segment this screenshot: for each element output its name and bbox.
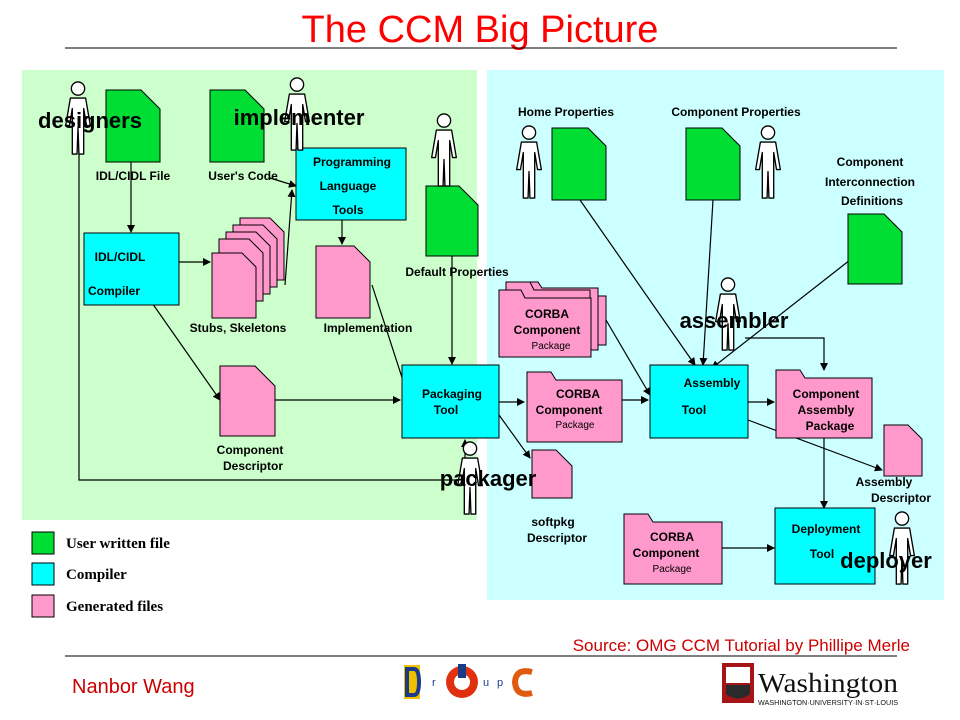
users-code-label: User's Code (208, 169, 278, 183)
softpkg-label-2: Descriptor (527, 531, 587, 545)
page-title: The CCM Big Picture (302, 9, 659, 51)
default-props-doc (425, 185, 479, 257)
corba-package-doc (526, 371, 623, 443)
comp-desc-label-1: Component (217, 443, 284, 457)
role-designers: designers (38, 108, 142, 133)
role-packager: packager (440, 466, 537, 491)
cid-doc (847, 213, 903, 285)
cid-label-1: Component (837, 155, 904, 169)
comp-props-label: Component Properties (671, 105, 801, 119)
washington-subtitle: WASHINGTON·UNIVERSITY·IN·ST·LOUIS (758, 700, 898, 707)
home-props-label: Home Properties (518, 105, 614, 119)
deploy-label-1: Deployment (792, 522, 861, 536)
corba-stack-label-2: Component (514, 323, 581, 337)
svg-text:r: r (432, 677, 436, 689)
cap-label-3: Package (806, 419, 855, 433)
idl-compiler-box (83, 232, 180, 306)
idl-compiler-label-1: IDL/CIDL (95, 250, 146, 264)
deployment-tool-box (774, 507, 876, 585)
legend-user-label: User written file (66, 536, 170, 552)
corba-stack-label-1: CORBA (525, 307, 569, 321)
role-assembler: assembler (680, 308, 789, 333)
stubs-label: Stubs, Skeletons (190, 321, 287, 335)
legend-user-swatch (31, 531, 55, 555)
assembly-label-1: Assembly (684, 376, 741, 390)
author-name: Nanbor Wang (72, 676, 195, 698)
assembly-tool-box (649, 364, 749, 439)
softpkg-label-1: softpkg (531, 515, 574, 529)
doc-group-logo: r u p (404, 664, 533, 699)
softpkg-descriptor-doc (531, 449, 573, 499)
prog-lang-tools-box (295, 147, 407, 221)
prog-label-1: Programming (313, 155, 391, 169)
cap-label-1: Component (793, 387, 860, 401)
deploy-label-2: Tool (810, 547, 834, 561)
default-props-label: Default Properties (405, 265, 509, 279)
stubs-skeletons-stack (211, 217, 285, 319)
arrow-corbastack-to-assembly (605, 319, 651, 396)
home-props-doc (551, 127, 607, 201)
svg-text:p: p (497, 677, 503, 689)
cap-label-2: Assembly (798, 403, 855, 417)
corba-package-stack (498, 281, 607, 358)
arrow-compiler-to-descriptor (149, 299, 221, 401)
comp-props-doc (685, 127, 741, 201)
washington-wordmark: Washington (758, 668, 899, 698)
legend-generated-label: Generated files (66, 599, 163, 615)
packaging-tool-box (401, 364, 500, 439)
prog-label-2: Language (320, 179, 377, 193)
arrow-cid-to-assembly (711, 259, 851, 369)
corba-bottom-label-3: Package (653, 564, 692, 575)
prog-label-3: Tools (332, 203, 363, 217)
asm-desc-label-1: Assembly (856, 475, 913, 489)
cid-label-3: Definitions (841, 194, 903, 208)
corba-stack-label-3: Package (532, 341, 571, 352)
legend-compiler-swatch (31, 562, 55, 586)
corba-pkg-label-1: CORBA (556, 387, 600, 401)
assembly-descriptor-doc (883, 424, 923, 477)
idl-compiler-label-2: Compiler (88, 284, 140, 298)
corba-pkg-label-3: Package (556, 420, 595, 431)
packaging-label-1: Packaging (422, 387, 482, 401)
corba-package-bottom-doc (623, 513, 723, 585)
users-code-doc (209, 89, 265, 163)
role-deployer: deployer (840, 548, 932, 573)
corba-pkg-label-2: Component (536, 403, 603, 417)
packaging-label-2: Tool (434, 403, 458, 417)
implementation-doc (315, 245, 371, 319)
arrow-homeprops-to-assembly (579, 199, 696, 366)
corba-bottom-label-2: Component (633, 546, 700, 560)
assembly-label-2: Tool (682, 403, 706, 417)
arrow-stubs-to-prog (284, 189, 296, 286)
legend-compiler-label: Compiler (66, 567, 127, 583)
arrow-compprops-to-assembly (699, 199, 714, 366)
arrow-usercode-to-prog (269, 177, 297, 188)
source-credit: Source: OMG CCM Tutorial by Phillipe Mer… (573, 636, 910, 655)
arrow-assembler-to-cap (745, 337, 828, 371)
idl-file-label: IDL/CIDL File (96, 169, 171, 183)
arrow-packaging-to-softpkg (498, 414, 531, 459)
legend-generated-swatch (31, 594, 55, 618)
comp-desc-label-2: Descriptor (223, 459, 283, 473)
component-assembly-package-doc (775, 369, 873, 439)
arrow-assembly-to-asmdesc (747, 419, 883, 472)
svg-text:u: u (483, 677, 489, 689)
asm-desc-label-2: Descriptor (871, 491, 931, 505)
washington-university-logo: Washington WASHINGTON·UNIVERSITY·IN·ST·L… (722, 663, 899, 707)
role-implementer: implementer (234, 105, 365, 130)
corba-bottom-label-1: CORBA (650, 530, 694, 544)
component-descriptor-doc (219, 365, 276, 437)
cid-label-2: Interconnection (825, 175, 915, 189)
idl-file-doc (105, 89, 161, 163)
implementation-label: Implementation (324, 321, 413, 335)
